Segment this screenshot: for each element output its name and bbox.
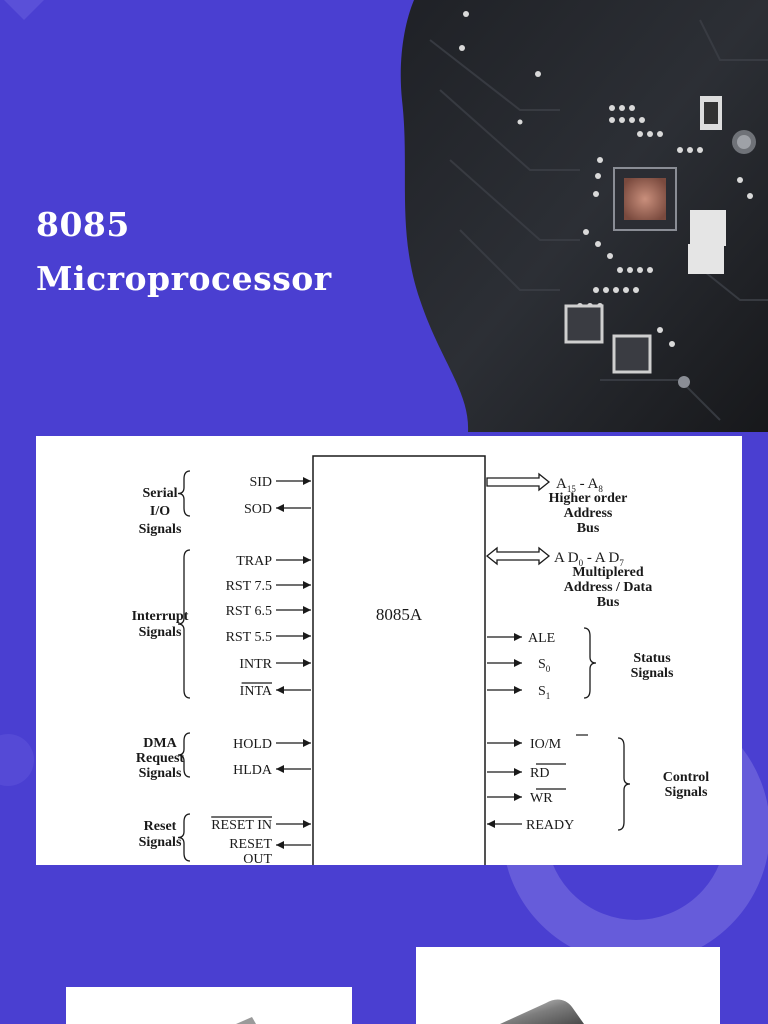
- chip-body: [312, 455, 486, 865]
- pin-label: S1: [538, 684, 550, 701]
- group-label: I/O: [150, 504, 170, 519]
- control-brace: [617, 737, 631, 831]
- pin-arrow-head: [276, 504, 284, 512]
- pin-label: RESET: [229, 837, 272, 852]
- pin-label: RST 5.5: [226, 630, 272, 645]
- pin-label: SID: [249, 475, 272, 490]
- pin-arrow-head: [514, 659, 522, 667]
- group-label: Address / Data: [564, 580, 652, 595]
- pin-arrow-head: [303, 820, 311, 828]
- pin-arrow-head: [303, 556, 311, 564]
- pin-label: HLDA: [233, 763, 273, 778]
- left-group-1-brace: [177, 549, 191, 699]
- pin-arrow-head: [276, 841, 284, 849]
- pin-label: IO/M: [530, 737, 562, 752]
- pin-label: HOLD: [233, 737, 272, 752]
- left-group-3-brace: [177, 813, 191, 862]
- pin-label: SOD: [244, 502, 272, 517]
- pin-arrow-head: [514, 739, 522, 747]
- pin-arrow-head: [276, 686, 284, 694]
- data-bus-arrow: [485, 546, 551, 566]
- pin-arrow-head: [487, 820, 495, 828]
- pin-label: OUT: [243, 852, 272, 865]
- title-line-1: 8085: [36, 205, 130, 244]
- pin-arrow-head: [303, 477, 311, 485]
- group-label: Interrupt: [132, 609, 189, 624]
- group-label: Control: [663, 770, 710, 785]
- bottom-left-image: [66, 987, 352, 1024]
- group-label: Bus: [597, 595, 620, 610]
- pin-arrow-head: [303, 632, 311, 640]
- group-label: Signals: [139, 625, 182, 640]
- pin-label: RESET IN: [211, 818, 272, 833]
- group-label: Signals: [631, 666, 674, 681]
- group-label: Signals: [139, 835, 182, 850]
- circuit-board-image: [400, 0, 768, 432]
- left-group-2-brace: [177, 732, 191, 778]
- group-label: Signals: [139, 522, 182, 537]
- group-label: Higher order: [549, 491, 628, 506]
- group-label: Serial: [143, 486, 178, 501]
- group-label: Signals: [139, 766, 182, 781]
- address-bus-label: A15 - A8: [556, 476, 603, 494]
- group-label: Bus: [577, 521, 600, 536]
- group-label: Address: [564, 506, 613, 521]
- group-label: Request: [136, 751, 185, 766]
- pin-arrow-head: [303, 739, 311, 747]
- pin-arrow-head: [303, 581, 311, 589]
- pin-label: S0: [538, 657, 551, 674]
- pin-arrow-head: [514, 793, 522, 801]
- pin-label: ALE: [528, 631, 555, 646]
- status-brace: [583, 627, 597, 699]
- pin-arrow-head: [276, 765, 284, 773]
- group-label: Reset: [144, 819, 177, 834]
- group-label: Status: [633, 651, 671, 666]
- pin-arrow-head: [303, 606, 311, 614]
- chip-image-partial: [500, 999, 584, 1024]
- pin-arrow-head: [514, 686, 522, 694]
- group-label: Signals: [665, 785, 708, 800]
- bottom-right-image: [416, 947, 720, 1024]
- pin-label: READY: [526, 818, 574, 833]
- group-label: DMA: [143, 736, 177, 751]
- pin-arrow-head: [303, 659, 311, 667]
- pin-arrow-head: [514, 633, 522, 641]
- pin-label: RST 7.5: [226, 579, 272, 594]
- pin-label: RD: [530, 766, 549, 781]
- corner-triangle-shape: [4, 0, 44, 20]
- pin-label: TRAP: [236, 554, 272, 569]
- pin-label: RST 6.5: [226, 604, 272, 619]
- pin-label: WR: [530, 791, 553, 806]
- pin-label: INTA: [240, 684, 273, 699]
- data-bus-label: A D0 - A D7: [554, 550, 624, 568]
- chip-label: 8085A: [376, 605, 423, 624]
- chip-image-partial: [236, 1017, 256, 1024]
- pin-arrow-head: [514, 768, 522, 776]
- title-line-2: Microprocessor: [36, 259, 332, 298]
- slide-title: 8085 Microprocessor: [36, 198, 332, 306]
- left-group-0-brace: [177, 470, 191, 517]
- pin-label: INTR: [239, 657, 272, 672]
- group-label: Multiplered: [572, 565, 644, 580]
- address-bus-arrow: [486, 472, 551, 492]
